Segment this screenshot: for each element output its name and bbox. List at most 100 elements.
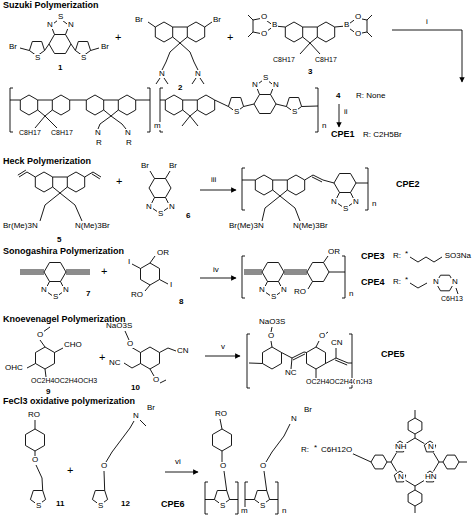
bond-line	[20, 274, 44, 275]
section-heading: Sonogashira Polymerization	[2, 247, 125, 256]
compound-number: 1	[57, 64, 63, 72]
chain	[162, 43, 180, 70]
bond-line	[45, 116, 57, 128]
atom-label: S	[35, 502, 42, 510]
bond-line	[224, 471, 227, 491]
section-heading: Suzuki Polymerization	[2, 1, 100, 10]
atom-label: CN	[330, 339, 344, 347]
compound-number: 8	[178, 298, 184, 306]
atom-label: RO	[27, 411, 41, 419]
bond-line	[415, 486, 416, 490]
bond-line	[323, 180, 334, 183]
chain	[124, 363, 141, 368]
bond-line	[249, 363, 263, 365]
bond-line	[183, 100, 198, 101]
bond-line	[459, 462, 467, 463]
bond-line	[20, 272, 44, 273]
ring	[118, 95, 135, 115]
atom-label: R:	[392, 252, 402, 260]
bond-line	[132, 264, 141, 269]
ring	[165, 95, 182, 115]
atom-label: R: C2H5Br	[362, 131, 403, 139]
atom-label: S	[97, 502, 104, 510]
bond-line	[391, 453, 397, 462]
reaction-arrow	[165, 472, 198, 473]
bond-line	[20, 270, 44, 271]
atom-label: S	[259, 502, 266, 510]
bond-line	[456, 288, 458, 294]
atom-label: R	[95, 139, 103, 147]
chain	[160, 348, 177, 353]
atom-label: O	[36, 331, 44, 339]
bond-line	[19, 172, 27, 177]
atom-label: Br	[134, 16, 144, 24]
substituent-label: OC2H4OC2H4OCH3	[305, 378, 373, 385]
polymer-name: CPE3	[360, 252, 386, 261]
atom-label: CHO	[63, 341, 83, 349]
bond-line	[316, 369, 317, 378]
bond-line	[244, 270, 262, 271]
bond-line	[66, 272, 90, 273]
bond-line	[20, 48, 29, 51]
bond-line	[273, 180, 288, 181]
atom-label: N(Me)3Br	[292, 222, 329, 230]
bond-line	[335, 360, 347, 365]
bond-line	[166, 171, 171, 179]
bond-line	[406, 480, 415, 486]
bond-line	[164, 78, 168, 84]
bond-line	[66, 270, 90, 271]
ring	[443, 455, 459, 469]
bond-line	[415, 434, 416, 438]
atom-label: N	[67, 21, 75, 29]
bond-line	[305, 175, 313, 180]
chain	[180, 43, 198, 70]
bond-line	[160, 380, 166, 383]
chain	[410, 257, 442, 262]
bond-line	[190, 110, 197, 116]
atom-label: Br(Me)3N	[2, 222, 39, 230]
atom-label: OR	[327, 248, 341, 256]
section-heading: Heck Polymerization	[2, 157, 92, 166]
atom-label: O	[126, 340, 134, 348]
bond-line	[248, 15, 253, 20]
atom-label: O	[100, 462, 108, 470]
bond-line	[205, 499, 214, 500]
atom-label: *	[404, 276, 409, 284]
bracket	[10, 88, 13, 132]
atom-label: n	[355, 378, 361, 386]
atom-label: N	[145, 203, 153, 211]
bond-line	[150, 256, 155, 263]
atom-label: S	[57, 13, 64, 21]
chain	[106, 421, 134, 462]
atom-label: N	[280, 286, 288, 294]
bond-line	[230, 499, 238, 500]
bond-line	[244, 272, 262, 273]
atom-label: iv	[212, 266, 220, 274]
atom-label: Br	[146, 404, 156, 412]
atom-label: O	[354, 13, 362, 21]
bond-line	[303, 37, 310, 43]
ring	[262, 263, 284, 282]
ring	[287, 175, 304, 195]
ring	[307, 347, 326, 369]
bond-line	[190, 116, 198, 126]
compound-number: 5	[56, 236, 62, 244]
atom-label: N	[451, 278, 459, 286]
substituent-label: OC2H4OC2H4OCH3	[30, 377, 98, 384]
chain	[60, 193, 82, 221]
atom-label: RO	[214, 410, 228, 418]
plus-sign: +	[226, 32, 234, 43]
bond-line	[85, 172, 93, 177]
substituent-label: C8H17	[50, 129, 74, 136]
bond-line	[367, 15, 372, 20]
chain	[36, 465, 43, 491]
atom-label: R:	[392, 278, 402, 286]
bond-line	[273, 190, 280, 196]
polymer-name: CPE2	[395, 180, 421, 189]
atom-label: Br	[100, 43, 110, 51]
bond-line	[104, 110, 111, 116]
bond-line	[329, 272, 345, 273]
atom-label: N	[158, 70, 166, 78]
ring	[44, 263, 66, 282]
atom-label: N	[40, 286, 48, 294]
